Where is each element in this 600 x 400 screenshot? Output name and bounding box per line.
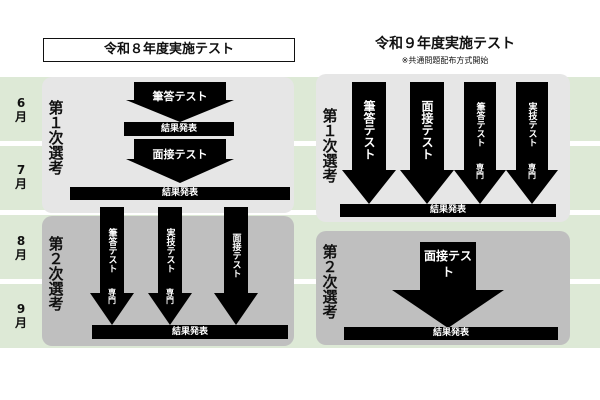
r8-interview-test-label: 面接テスト	[152, 148, 208, 161]
band-divider	[0, 141, 600, 146]
month-label-7: 7月	[14, 163, 27, 191]
band-divider	[0, 210, 600, 215]
r9-s2-interview-label: 面接テスト	[423, 249, 472, 279]
r8-stage2-label: 第２次選考	[46, 236, 65, 311]
r9-s1-practical-arrow	[506, 82, 558, 204]
r9-s1-written2-label: 筆答テスト	[474, 102, 485, 147]
r8-result-bar-1: 結果発表	[124, 122, 234, 136]
r9-stage2-label: 第２次選考	[320, 244, 339, 319]
r9-s1-written2-note: 専門	[475, 163, 485, 179]
r8-s2-practical-arrow	[148, 207, 192, 325]
r8-result-bar-2: 結果発表	[70, 187, 290, 200]
r8-written-test-arrow	[126, 82, 234, 122]
r9-s1-written2-arrow	[454, 82, 506, 204]
r9-s1-practical-note: 専門	[527, 163, 537, 179]
r8-s2-written-note: 専門	[107, 288, 117, 304]
r9-note: ※共通問題配布方式開始	[401, 56, 489, 65]
r8-title: 令和８年度実施テスト	[43, 38, 295, 62]
r8-s2-written-arrow	[90, 207, 134, 325]
month-label-6: 6月	[14, 96, 27, 124]
r9-s1-written-label: 筆答テスト	[362, 100, 376, 160]
r8-s2-practical-label: 実技テスト	[164, 228, 175, 273]
month-label-8: 8月	[14, 234, 27, 262]
r8-s2-interview-arrow	[214, 207, 258, 325]
r8-stage1-label: 第１次選考	[46, 100, 65, 175]
r8-s2-interview-label: 面接テスト	[230, 233, 241, 278]
r9-stage1-label: 第１次選考	[320, 108, 339, 183]
r9-title: 令和９年度実施テスト	[322, 33, 568, 55]
r9-s1-interview-arrow	[400, 82, 454, 204]
r9-result-bar-1: 結果発表	[340, 204, 556, 217]
r9-s1-interview-label: 面接テスト	[420, 100, 434, 160]
month-label-9: 9月	[14, 302, 27, 330]
r8-interview-test-arrow	[126, 139, 234, 183]
band-divider	[0, 279, 600, 284]
r9-s2-interview-arrow	[392, 242, 504, 328]
r9-s1-written-arrow	[342, 82, 396, 204]
r9-s1-practical-label: 実技テスト	[526, 102, 537, 147]
r8-s2-written-label: 筆答テスト	[106, 228, 117, 273]
r8-s2-practical-note: 専門	[165, 288, 175, 304]
r8-written-test-label: 筆答テスト	[152, 90, 208, 103]
r9-result-bar-2: 結果発表	[344, 327, 558, 340]
r8-result-bar-3: 結果発表	[92, 325, 288, 339]
